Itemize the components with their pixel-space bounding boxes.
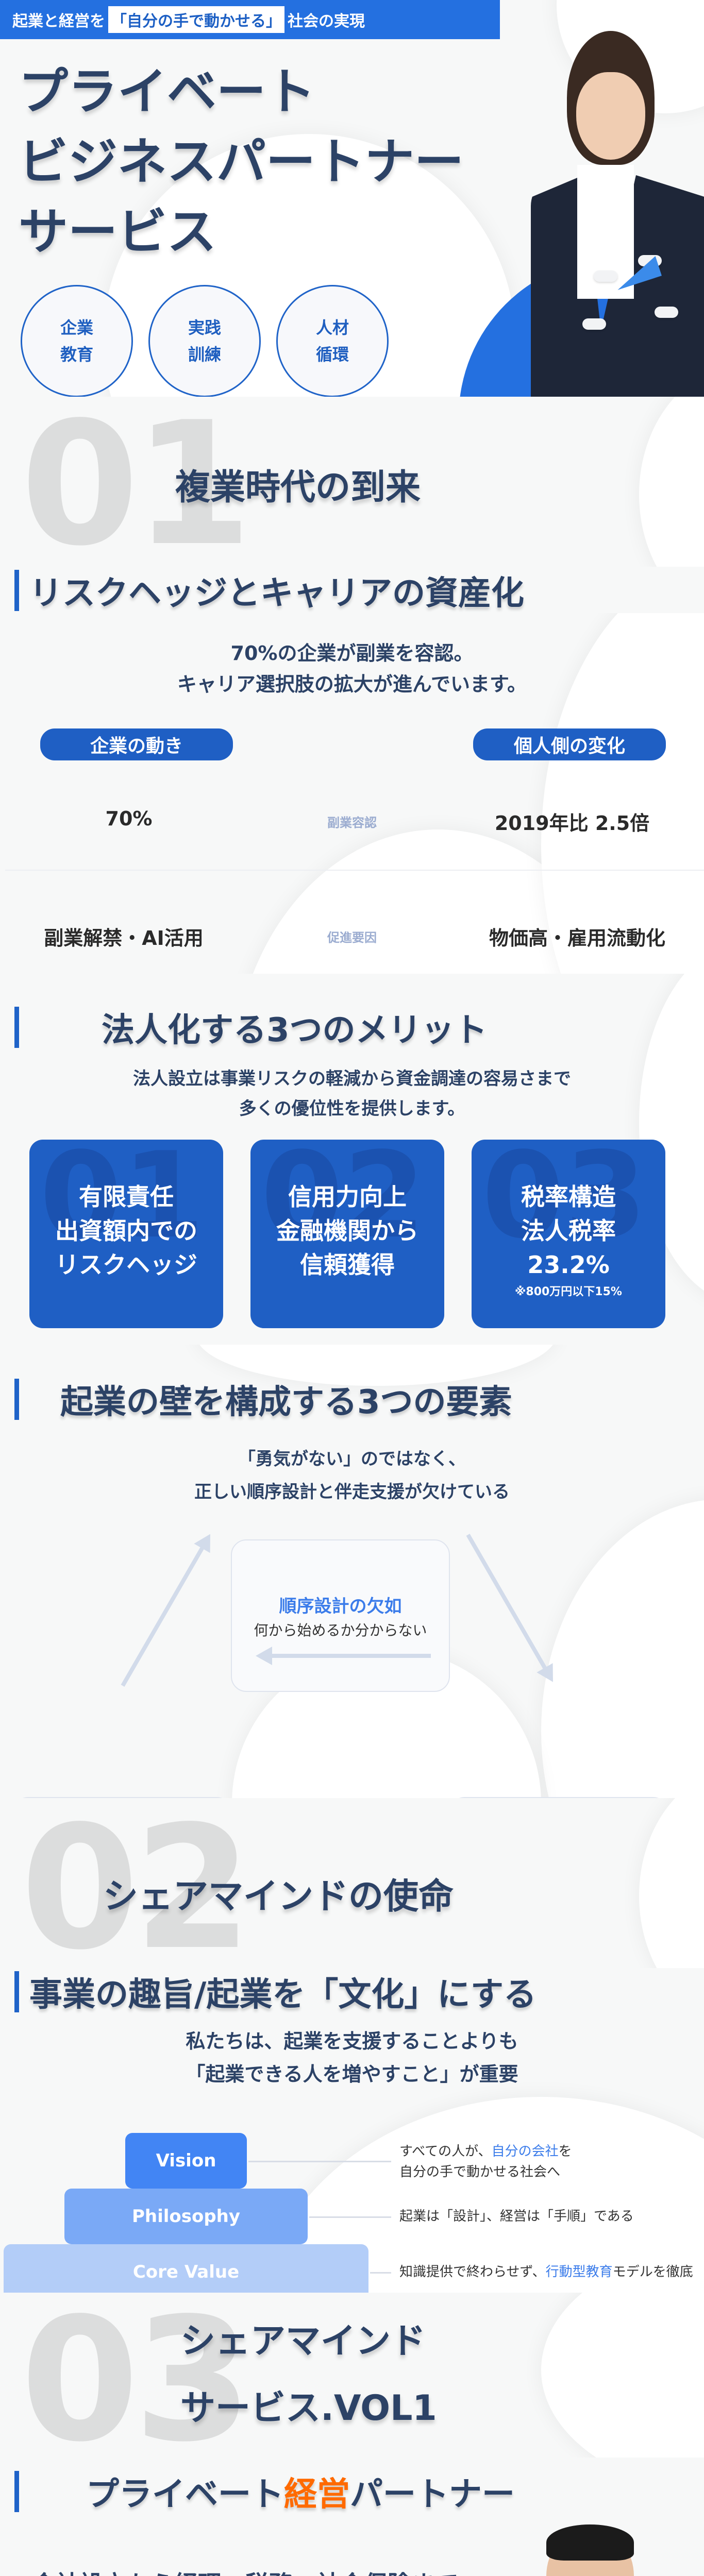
- section-title: シェアマインド サービス.VOL1: [180, 2321, 437, 2429]
- connector-line: [370, 2272, 391, 2274]
- heading-text: 起業の壁を構成する3つの要素: [60, 1383, 512, 1421]
- stat-right: 物価高・雇用流動化: [489, 927, 665, 950]
- businessman-photo: [428, 2524, 704, 2576]
- price-description: 会社設立から経理・税務・社会保険まで、 すべてご自身で実行できるようになる 伴走…: [32, 2566, 481, 2576]
- arrow-icon: [466, 1534, 552, 1679]
- stat-left: 副業解禁・AI活用: [44, 927, 204, 950]
- hero-title: プライベート ビジネスパートナー サービス: [19, 57, 464, 267]
- stat-right: 2019年比 2.5倍: [494, 812, 650, 835]
- section-01-header: 01 複業時代の到来: [0, 397, 704, 567]
- merit-card: 02 信用力向上金融機関から信頼獲得: [250, 1140, 444, 1328]
- cloud-icon: [582, 318, 606, 330]
- feature-circles: 企業教育 実践訓練 人材循環: [21, 285, 389, 397]
- arrow-icon: [121, 1537, 210, 1687]
- cloud-icon: [655, 307, 678, 318]
- stats-lead: 70%の企業が副業を容認。 キャリア選択肢の拡大が進んでいます。: [177, 642, 527, 696]
- tier-philosophy: Philosophy: [64, 2189, 308, 2244]
- heading-text: プライベート経営パートナー: [86, 2476, 515, 2514]
- cloud-icon: [638, 255, 662, 266]
- heading-bar: [14, 570, 19, 611]
- section-title: 複業時代の到来: [175, 467, 421, 508]
- merits-section: 法人化する3つのメリット 法人設立は事業リスクの軽減から資金調達の容易さまで 多…: [0, 974, 704, 1345]
- hero-section: 起業と経営を 「自分の手で動かせる」 社会の実現 プライベート ビジネスパートナ…: [0, 0, 704, 397]
- heading-bar: [14, 1971, 19, 2012]
- background-blob: [639, 397, 704, 567]
- section-02-header: 02 シェアマインドの使命: [0, 1798, 704, 1968]
- circle-practical-training: 実践訓練: [148, 285, 261, 397]
- wall-section: 起業の壁を構成する3つの要素 「勇気がない」のではなく、 正しい順序設計と伴走支…: [0, 1345, 704, 1798]
- wall-box-order: 順序設計の欠如 何から始めるか分からない: [231, 1539, 450, 1692]
- hero-title-line: プライベート: [19, 63, 315, 121]
- price-section: 会社設立から経理・税務・社会保険まで、 すべてご自身で実行できるようになる 伴走…: [0, 2519, 704, 2576]
- merit-card: 01 有限責任出資額内でのリスクヘッジ: [29, 1140, 223, 1328]
- hero-woman-photo: [510, 21, 704, 397]
- wall-lead: 「勇気がない」のではなく、 正しい順序設計と伴走支援が欠けている: [194, 1449, 510, 1502]
- divider: [5, 870, 704, 871]
- hero-title-line: サービス: [19, 203, 216, 261]
- heading-text: 法人化する3つのメリット: [102, 1011, 488, 1049]
- tagline-pre: 起業と経営を: [12, 12, 105, 30]
- merits-lead: 法人設立は事業リスクの軽減から資金調達の容易さまで 多くの優位性を提供します。: [133, 1069, 571, 1119]
- heading-bar: [14, 1007, 19, 1048]
- stat-label: 副業容認: [327, 816, 377, 830]
- pill-individual-changes: 個人側の変化: [473, 728, 666, 760]
- pill-corporate-moves: 企業の動き: [40, 728, 233, 760]
- partner-heading: プライベート経営パートナー: [0, 2458, 704, 2519]
- circle-corporate-education: 企業教育: [21, 285, 133, 397]
- heading-bar: [14, 1379, 19, 1420]
- tagline-post: 社会の実現: [288, 12, 365, 30]
- background-blob: [541, 1499, 704, 1798]
- tier-philosophy-desc: 起業は「設計」、経営は「手順」である: [399, 2209, 634, 2224]
- section-number: 01: [21, 397, 252, 567]
- section-03-header: 03 シェアマインド サービス.VOL1: [0, 2293, 704, 2458]
- background-blob: [541, 2293, 704, 2458]
- arrow-icon: [261, 1654, 431, 1658]
- section-number: 03: [21, 2293, 252, 2458]
- tier-vision-desc: すべての人が、自分の会社を 自分の手で動かせる社会へ: [399, 2144, 572, 2180]
- tagline-banner: 起業と経営を 「自分の手で動かせる」 社会の実現: [0, 0, 500, 39]
- tier-core-value-desc: 知識提供で終わらせず、行動型教育モデルを徹底: [399, 2264, 693, 2280]
- hero-title-line: ビジネスパートナー: [19, 133, 464, 191]
- pyramid-section: 私たちは、起業を支援することよりも 「起業できる人を増やすこと」が重要 Visi…: [0, 2025, 704, 2293]
- section-number: 02: [21, 1798, 252, 1968]
- heading-text: 事業の趣旨/起業を「文化」にする: [29, 1976, 537, 2014]
- connector-line: [309, 2216, 391, 2218]
- culture-heading: 事業の趣旨/起業を「文化」にする: [0, 1968, 704, 2025]
- stat-label: 促進要因: [327, 930, 377, 945]
- background-blob: [639, 1798, 704, 1968]
- tier-vision: Vision: [125, 2133, 247, 2189]
- circle-talent-cycle: 人材循環: [276, 285, 389, 397]
- heading-text: リスクヘッジとキャリアの資産化: [29, 574, 524, 613]
- stat-left: 70%: [105, 807, 153, 830]
- stats-section: 70%の企業が副業を容認。 キャリア選択肢の拡大が進んでいます。 企業の動き 個…: [0, 613, 704, 974]
- connector-line: [248, 2161, 391, 2162]
- tagline-highlight: 「自分の手で動かせる」: [108, 6, 284, 33]
- tier-core-value: Core Value: [4, 2244, 368, 2293]
- mission-lead: 私たちは、起業を支援することよりも 「起業できる人を増やすこと」が重要: [186, 2030, 518, 2086]
- cloud-icon: [594, 270, 617, 282]
- section-title: シェアマインドの使命: [103, 1876, 454, 1917]
- risk-hedge-heading: リスクヘッジとキャリアの資産化: [0, 567, 704, 613]
- heading-bar: [14, 2471, 19, 2512]
